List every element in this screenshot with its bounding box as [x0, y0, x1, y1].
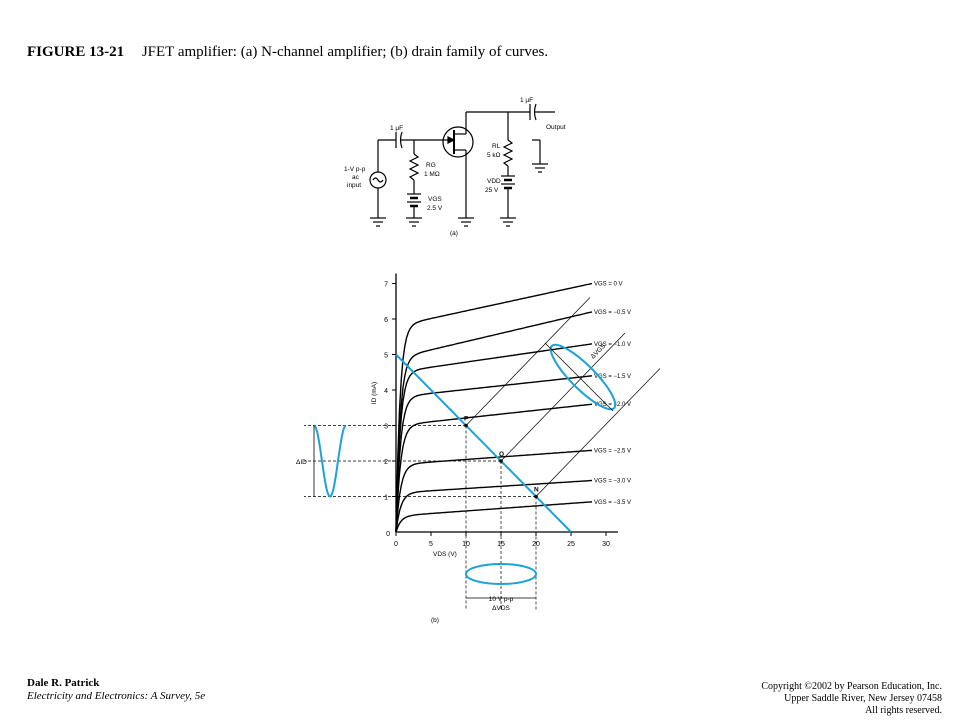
part-a-label: (a) — [450, 230, 458, 237]
y-tick-label: 6 — [384, 317, 388, 324]
rg-label: RG — [426, 162, 436, 169]
projection-line — [465, 297, 591, 426]
input-capacitor-plate-2 — [399, 131, 403, 149]
input-signal-wave — [549, 343, 617, 411]
vgs-value: 2.5 V — [427, 205, 443, 212]
curve-label: VGS = −1.0 V — [594, 342, 631, 348]
x-tick-label: 25 — [567, 541, 575, 548]
y-tick-label: 1 — [384, 495, 388, 502]
jfet-amplifier-schematic: 1 µF 1 µF Output RG 1 MΩ RL 5 kΩ VDD 25 … — [344, 97, 566, 237]
x-tick-label: 10 — [462, 541, 470, 548]
drain-curve — [395, 375, 593, 533]
curve-label: VGS = −2.0 V — [594, 402, 631, 408]
x-tick-label: 5 — [429, 541, 433, 548]
x-tick-label: 0 — [394, 541, 398, 548]
vdd-label: VDD — [487, 178, 501, 185]
ground-symbol-drain-supply — [500, 217, 516, 227]
footer-book: Electricity and Electronics: A Survey, 5… — [27, 690, 206, 702]
operating-point-label: Q — [499, 451, 504, 458]
load-resistor — [502, 139, 514, 167]
y-tick-label: 4 — [384, 388, 388, 395]
operating-point — [464, 423, 468, 428]
projection-line — [500, 332, 626, 462]
ground-symbol-source — [370, 217, 386, 227]
figure-title: FIGURE 13-21 JFET amplifier: (a) N-chann… — [27, 44, 548, 61]
y-tick-label-zero: 0 — [386, 531, 390, 538]
curve-label: VGS = −3.5 V — [594, 500, 631, 506]
footer-credit: Dale R. Patrick Electricity and Electron… — [27, 677, 205, 703]
part-b-label: (b) — [431, 617, 439, 624]
jfet-symbol — [442, 126, 474, 158]
rl-value: 5 kΩ — [487, 152, 501, 159]
y-tick-label: 3 — [384, 424, 388, 431]
copyright-line-3: All rights reserved. — [865, 705, 942, 716]
drain-curve — [395, 311, 593, 533]
x-tick-label: 15 — [497, 541, 505, 548]
output-capacitor-plate-2 — [533, 103, 537, 121]
ground-symbol-output — [532, 163, 548, 173]
figure-number: FIGURE 13-21 — [27, 44, 125, 60]
operating-point-label: N — [534, 487, 539, 494]
drain-curve — [395, 403, 593, 533]
x-axis-label: VDS (V) — [433, 551, 457, 558]
vgs-label: VGS — [428, 196, 442, 203]
output-capacitor-label: 1 µF — [520, 97, 533, 104]
vds-swing-label-2: ΔVDS — [492, 605, 510, 612]
y-tick-label: 2 — [384, 459, 388, 466]
vds-swing-label-1: 10 V p-p — [489, 596, 514, 603]
curve-label: VGS = −2.5 V — [594, 448, 631, 454]
curve-label: VGS = 0 V — [594, 282, 623, 288]
vdd-value: 25 V — [485, 187, 499, 194]
ground-symbol-gate — [406, 217, 422, 227]
ac-source-wave — [372, 177, 384, 183]
drain-curve — [395, 282, 593, 533]
curve-label: VGS = −0.5 V — [594, 310, 631, 316]
y-axis-label: ID (mA) — [371, 382, 378, 404]
source-label-line-3: input — [347, 182, 361, 189]
source-label-line-2: ac — [352, 174, 360, 181]
footer-author: Dale R. Patrick — [27, 677, 100, 689]
load-line — [395, 353, 572, 533]
copyright-line-2: Upper Saddle River, New Jersey 07458 — [784, 693, 942, 704]
operating-point — [534, 494, 538, 499]
drain-curve — [395, 343, 593, 533]
figure-caption: JFET amplifier: (a) N-channel amplifier;… — [141, 44, 549, 60]
gate-resistor — [408, 153, 420, 181]
input-capacitor-label: 1 µF — [390, 125, 403, 132]
drain-curve — [395, 449, 593, 533]
y-tick-label: 5 — [384, 353, 388, 360]
drain-curve — [395, 479, 593, 533]
operating-point-label: P — [464, 416, 469, 423]
rl-label: RL — [492, 143, 501, 150]
rg-value: 1 MΩ — [424, 171, 440, 178]
curve-label: VGS = −3.0 V — [594, 479, 631, 485]
y-tick-label: 7 — [384, 282, 388, 289]
output-current-wave — [313, 424, 347, 498]
output-voltage-wave — [465, 563, 537, 585]
footer-copyright: Copyright ©2002 by Pearson Education, In… — [761, 681, 942, 717]
delta-id-label: ΔID — [296, 459, 307, 466]
operating-point — [499, 459, 503, 463]
ground-symbol-source-terminal — [458, 217, 474, 227]
output-label: Output — [546, 124, 566, 131]
curve-label: VGS = −1.5 V — [594, 374, 631, 380]
vgs-swing-bracket — [544, 342, 614, 412]
copyright-line-1: Copyright ©2002 by Pearson Education, In… — [761, 681, 942, 692]
projection-line — [535, 368, 661, 497]
source-label-line-1: 1-V p-p — [344, 166, 366, 173]
x-tick-label: 30 — [602, 541, 610, 548]
drain-curve — [395, 501, 593, 533]
